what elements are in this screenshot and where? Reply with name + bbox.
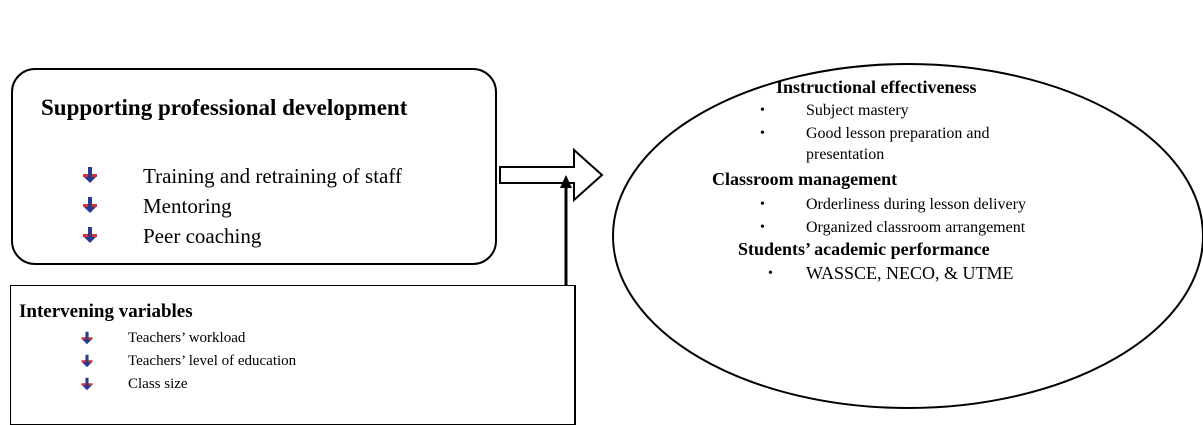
intervening-item-label: Teachers’ workload: [128, 330, 246, 346]
arrow-down-bullet-icon: [81, 354, 93, 368]
development-box: [11, 68, 497, 265]
bullet-icon: •: [768, 266, 773, 281]
arrow-down-bullet-icon: [81, 377, 93, 391]
bullet-icon: •: [760, 220, 765, 235]
academic-heading: Students’ academic performance: [738, 239, 990, 259]
outcomes-ellipse: [612, 63, 1203, 409]
outcome-item-label: Good lesson preparation and presentation: [806, 125, 990, 163]
intervening-arrow-head: [560, 175, 572, 188]
arrow-down-bullet-icon: [83, 197, 97, 213]
bullet-icon: •: [760, 126, 765, 141]
classroom-heading: Classroom management: [712, 169, 898, 189]
intervening-item-label: Class size: [128, 376, 188, 392]
instructional-heading: Instructional effectiveness: [776, 77, 977, 97]
diagram-canvas: [499, 63, 1203, 409]
bullet-icon: •: [760, 103, 765, 118]
bullet-icon: •: [760, 197, 765, 212]
outcome-item-label: WASSCE, NECO, & UTME: [806, 263, 1014, 283]
block-arrow-right: [499, 147, 604, 203]
outcome-item-label: Organized classroom arrangement: [806, 219, 1026, 236]
arrow-down-bullet-icon: [83, 227, 97, 243]
outcome-item-label: Subject mastery: [806, 102, 909, 119]
arrow-down-bullet-icon: [83, 167, 97, 183]
arrow-down-bullet-icon: [81, 331, 93, 345]
intervening-item-label: Teachers’ level of education: [128, 353, 297, 369]
outcome-item-label: Orderliness during lesson delivery: [806, 196, 1026, 213]
development-item-label: Mentoring: [143, 194, 232, 218]
intervening-title: Intervening variables: [19, 301, 193, 322]
development-title: Supporting professional development: [41, 95, 408, 120]
development-item-label: Training and retraining of staff: [143, 164, 402, 188]
development-item-label: Peer coaching: [143, 224, 262, 248]
